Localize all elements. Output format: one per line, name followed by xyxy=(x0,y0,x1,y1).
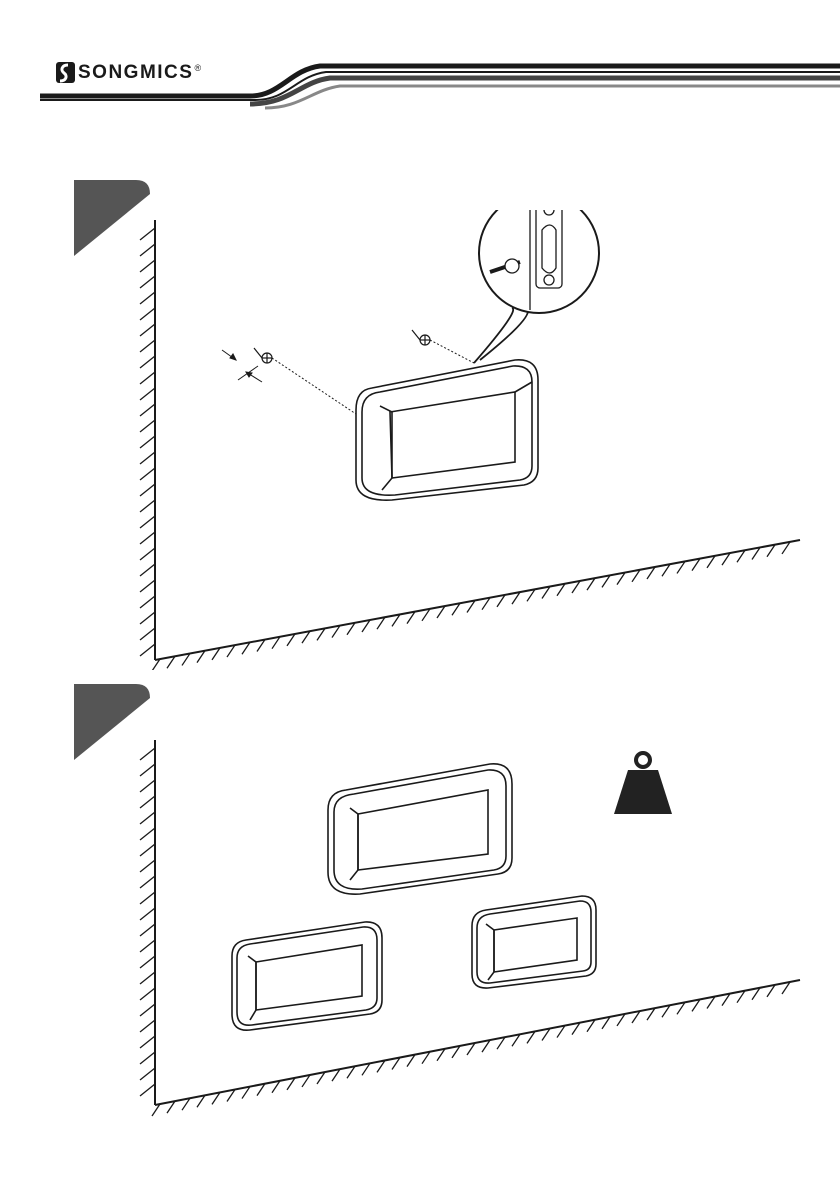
cube-shelf-medium xyxy=(232,922,382,1030)
cube-shelf-large xyxy=(356,360,538,500)
brand-text: SONGMICS xyxy=(78,62,193,83)
hatch-mark xyxy=(140,924,155,936)
step-2-scene xyxy=(0,730,840,1190)
hatch-mark xyxy=(140,1020,155,1032)
hatch-mark xyxy=(140,828,155,840)
hatch-mark xyxy=(140,580,155,592)
hatch-mark xyxy=(140,988,155,1000)
hatch-mark xyxy=(140,1084,155,1096)
hatch-mark xyxy=(140,612,155,624)
hatch-mark xyxy=(140,324,155,336)
hatch-mark xyxy=(140,628,155,640)
floor-hatch-marks xyxy=(152,982,790,1116)
wall-hatch-marks xyxy=(140,228,155,656)
registered-mark: ® xyxy=(194,63,202,73)
hatch-mark xyxy=(140,452,155,464)
header-swoosh xyxy=(0,0,840,110)
hatch-mark xyxy=(140,388,155,400)
hatch-mark xyxy=(140,292,155,304)
hatch-mark xyxy=(140,420,155,432)
step-1-scene xyxy=(0,210,840,670)
screw-guide-left xyxy=(272,358,356,414)
hatch-mark xyxy=(140,228,155,240)
hatch-mark xyxy=(140,780,155,792)
hatch-mark xyxy=(140,844,155,856)
hatch-mark xyxy=(140,796,155,808)
hatch-mark xyxy=(140,1068,155,1080)
hatch-mark xyxy=(140,764,155,776)
hatch-mark xyxy=(140,276,155,288)
hatch-mark xyxy=(140,1052,155,1064)
hatch-mark xyxy=(140,748,155,760)
hatch-mark xyxy=(140,876,155,888)
hatch-mark xyxy=(140,468,155,480)
hatch-mark xyxy=(140,308,155,320)
header: SONGMICS® xyxy=(0,0,840,110)
hatch-mark xyxy=(140,516,155,528)
wall-hatch-marks xyxy=(140,748,155,1096)
hatch-mark xyxy=(140,564,155,576)
floor-hatch-marks xyxy=(152,542,790,670)
screw-icon xyxy=(254,348,272,363)
hatch-mark xyxy=(140,532,155,544)
cube-shelf-small xyxy=(472,896,596,988)
cube-shelf-large xyxy=(328,764,512,894)
brand-name: SONGMICS® xyxy=(78,62,203,84)
hatch-mark xyxy=(140,972,155,984)
hatch-mark xyxy=(140,908,155,920)
hatch-mark xyxy=(140,500,155,512)
hatch-mark xyxy=(140,1004,155,1016)
hatch-mark xyxy=(140,548,155,560)
hatch-mark xyxy=(140,596,155,608)
hatch-mark xyxy=(140,644,155,656)
hatch-mark xyxy=(140,244,155,256)
hatch-mark xyxy=(140,372,155,384)
hatch-mark xyxy=(140,404,155,416)
weight-icon xyxy=(614,753,672,814)
hatch-mark xyxy=(140,956,155,968)
hatch-mark xyxy=(140,484,155,496)
screw-icon xyxy=(412,330,430,345)
screw-guide-right xyxy=(430,340,474,363)
floor-hatch xyxy=(155,980,800,1105)
dimension-marker xyxy=(222,350,262,382)
hatch-mark xyxy=(140,1036,155,1048)
hatch-mark xyxy=(140,940,155,952)
hatch-mark xyxy=(140,860,155,872)
songmics-s-logo-icon xyxy=(56,62,75,83)
floor-hatch xyxy=(155,540,800,660)
hatch-mark xyxy=(140,356,155,368)
hatch-mark xyxy=(140,892,155,904)
hatch-mark xyxy=(140,260,155,272)
hatch-mark xyxy=(140,436,155,448)
hatch-mark xyxy=(140,340,155,352)
hatch-mark xyxy=(140,812,155,824)
